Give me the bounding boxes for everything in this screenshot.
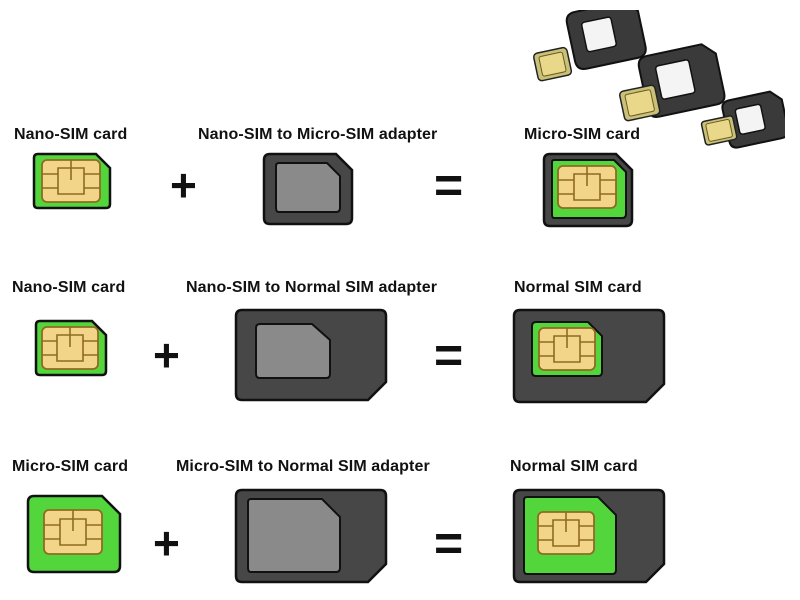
- row1-middle-label: Nano-SIM to Micro-SIM adapter: [198, 126, 438, 143]
- sim-adapter-icon: [234, 488, 388, 584]
- plus-sign: +: [153, 329, 180, 381]
- micro-sim-icon: [26, 494, 122, 574]
- equals-sign: =: [434, 515, 464, 571]
- sim-adapter-set-icon: [532, 10, 785, 149]
- nano-sim-icon: [34, 319, 108, 377]
- equals-sign: =: [434, 327, 464, 383]
- row2-right-label: Normal SIM card: [514, 279, 642, 296]
- plus-sign: +: [170, 159, 197, 211]
- nano-sim-icon: [32, 152, 112, 210]
- equals-sign: =: [434, 157, 464, 213]
- row3-middle-label: Micro-SIM to Normal SIM adapter: [176, 458, 430, 475]
- normal-sim-icon: [512, 308, 666, 404]
- sim-adapter-icon: [262, 152, 354, 226]
- row1-right-label: Micro-SIM card: [524, 126, 641, 143]
- plus-sign: +: [153, 517, 180, 569]
- row2-left-label: Nano-SIM card: [12, 279, 126, 296]
- micro-sim-icon: [542, 152, 634, 228]
- row3-right-label: Normal SIM card: [510, 458, 638, 475]
- normal-sim-icon: [512, 488, 666, 584]
- row1-left-label: Nano-SIM card: [14, 126, 128, 143]
- row2-middle-label: Nano-SIM to Normal SIM adapter: [186, 279, 438, 296]
- row3-left-label: Micro-SIM card: [12, 458, 129, 475]
- sim-adapter-icon: [234, 308, 388, 402]
